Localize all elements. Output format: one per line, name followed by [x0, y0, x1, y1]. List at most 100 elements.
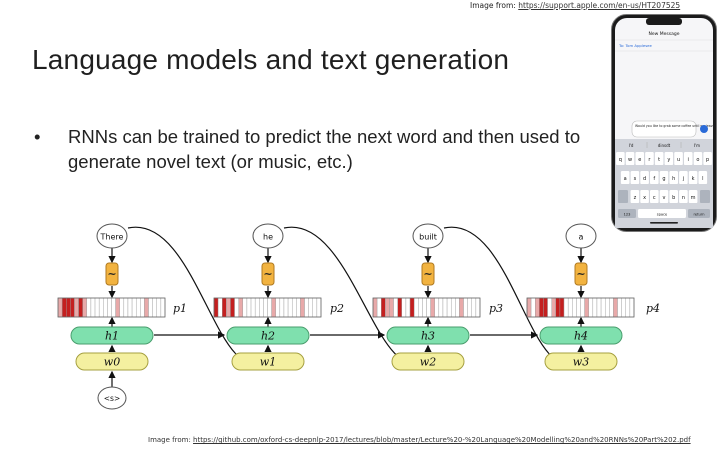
- distribution-cell: [475, 297, 481, 318]
- distribution-cell: [450, 297, 456, 318]
- distribution-cell: [471, 297, 477, 318]
- credit-top-link[interactable]: https://support.apple.com/en-us/HT207525: [518, 1, 681, 10]
- distribution-cell: [57, 297, 63, 318]
- distribution-bar: [57, 297, 166, 318]
- distribution-cell: [70, 297, 75, 318]
- distribution-cell: [393, 297, 398, 318]
- distribution-cell: [287, 297, 293, 318]
- phone-key-bg: [688, 171, 698, 184]
- distribution-cell: [308, 297, 313, 318]
- phone-key: a: [624, 176, 627, 182]
- output-word-node: [412, 223, 444, 249]
- distribution-cell: [316, 297, 322, 318]
- phone-key: q: [619, 157, 622, 163]
- distribution-cell: [156, 297, 162, 318]
- distribution-cell: [559, 297, 565, 318]
- distribution-cell: [372, 297, 378, 318]
- bullet-marker: •: [34, 126, 41, 147]
- distribution-cell: [592, 297, 598, 318]
- hidden-state-2: h2: [261, 330, 275, 343]
- distribution-cell: [551, 297, 557, 318]
- distribution-cell: [66, 297, 71, 318]
- distribution-cell: [152, 297, 157, 318]
- phone-key-bg: [659, 171, 669, 184]
- distribution-cell: [401, 297, 407, 318]
- phone-key: j: [682, 176, 684, 182]
- output-word-2: he: [263, 233, 273, 242]
- input-word-node: [75, 352, 149, 371]
- phone-key-bg: [669, 171, 678, 184]
- start-token: <s>: [104, 394, 120, 403]
- sample-symbol: ~: [263, 268, 272, 281]
- distribution-cell: [584, 297, 589, 318]
- distribution-cell: [275, 297, 281, 318]
- phone-key: t: [658, 157, 660, 163]
- distribution-cell: [413, 297, 419, 318]
- distribution-cell: [405, 297, 411, 318]
- phone-header: New Message: [649, 31, 680, 37]
- distribution-cell: [609, 297, 614, 318]
- phone-key: f: [653, 176, 655, 182]
- distribution-cell: [604, 297, 610, 318]
- hidden-state-3: h3: [421, 330, 435, 343]
- distribution-cell: [389, 297, 394, 318]
- distribution-cell: [148, 297, 153, 318]
- distribution-cell: [621, 297, 626, 318]
- distribution-cell: [213, 297, 219, 318]
- distribution-cell: [230, 297, 235, 318]
- distribution-cell: [459, 297, 464, 318]
- input-word-1: w1: [260, 356, 276, 369]
- start-token-node: [97, 386, 127, 410]
- distribution-cell: [312, 297, 318, 318]
- phone-key-bg: [669, 190, 678, 203]
- credit-top-prefix: Image from:: [470, 1, 519, 10]
- phone-key-bg: [635, 152, 645, 165]
- distribution-cell: [111, 297, 116, 318]
- distribution-cell: [422, 297, 427, 318]
- distribution-cell: [131, 297, 137, 318]
- distribution-cell: [94, 297, 100, 318]
- distribution-cell: [61, 297, 67, 318]
- phone-key-bg: [640, 171, 649, 184]
- distribution-cell: [238, 297, 244, 318]
- distribution-cell: [140, 297, 145, 318]
- distribution-cell: [279, 297, 285, 318]
- distribution-cell: [217, 297, 223, 318]
- image-credit-top: Image from: https://support.apple.com/en…: [470, 1, 718, 10]
- distribution-cell: [267, 297, 272, 318]
- distribution-cell: [98, 297, 104, 318]
- phone-key: m: [691, 195, 696, 201]
- distribution-cell: [296, 297, 301, 318]
- distribution-cell: [127, 297, 133, 318]
- distribution-cell: [446, 297, 452, 318]
- phone-key-bg: [683, 152, 693, 165]
- distribution-bar: [372, 297, 481, 318]
- distribution-cell: [250, 297, 256, 318]
- phone-key-bg: [659, 190, 669, 203]
- distribution-cell: [535, 297, 540, 318]
- phone-key: x: [643, 195, 646, 201]
- phone-key-bg: [630, 171, 640, 184]
- distribution-cell: [567, 297, 573, 318]
- phone-key: z: [634, 195, 637, 201]
- phone-to-field: To: Tom Applesee: [618, 43, 653, 48]
- distribution-cell: [576, 297, 581, 318]
- phone-key-bg: [674, 152, 683, 165]
- phone-key: b: [672, 195, 675, 201]
- phone-key-bg: [679, 190, 688, 203]
- distribution-cell: [304, 297, 309, 318]
- phone-key: u: [677, 157, 680, 163]
- distribution-cell: [467, 297, 472, 318]
- distribution-bar: [213, 297, 322, 318]
- phone-key-bg: [625, 152, 635, 165]
- phone-key-bg: [703, 152, 712, 165]
- phone-key: o: [696, 157, 699, 163]
- phone-key: s: [634, 176, 637, 182]
- credit-bottom-link[interactable]: https://github.com/oxford-cs-deepnlp-201…: [193, 436, 691, 444]
- phone-key-bg: [645, 152, 654, 165]
- output-word-node: [252, 223, 284, 249]
- distribution-cell: [254, 297, 260, 318]
- distribution-cell: [385, 297, 390, 318]
- phone-key-bg: [650, 171, 659, 184]
